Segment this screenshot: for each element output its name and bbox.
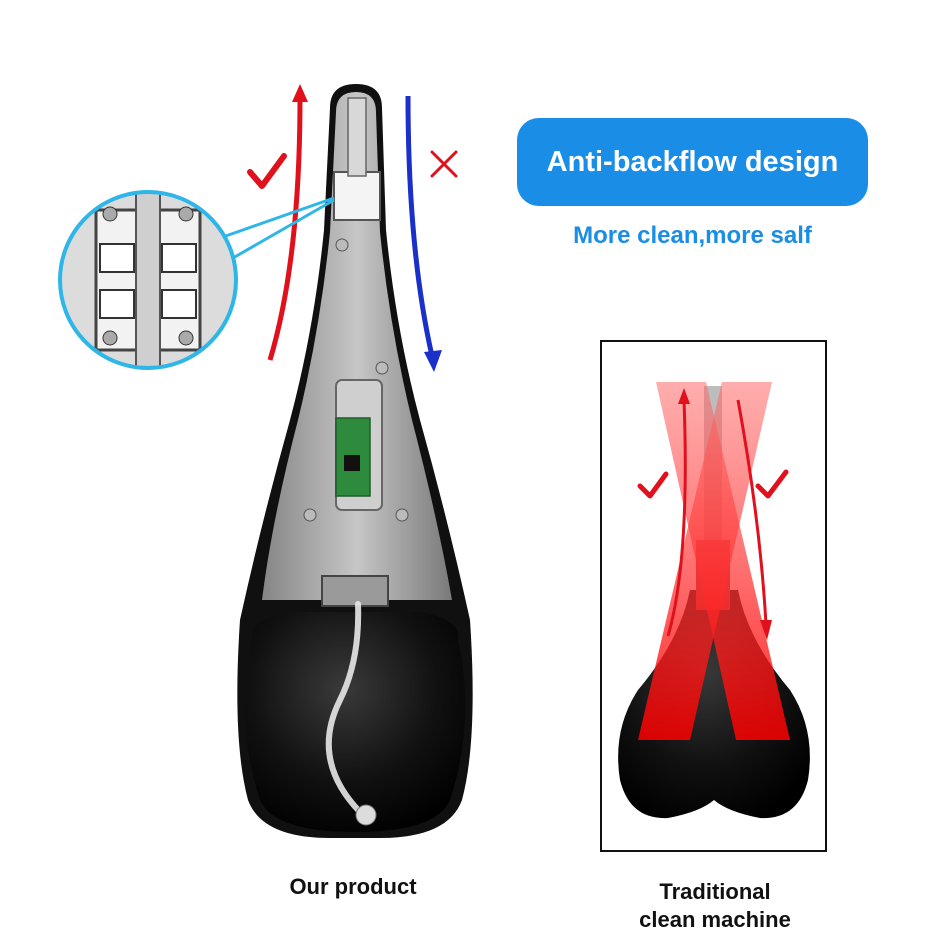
valve-zoom-callout <box>58 190 335 370</box>
screw <box>375 361 389 375</box>
cross-icon <box>430 150 458 178</box>
valve-block <box>333 171 381 221</box>
bulb <box>244 612 466 832</box>
zoom-ring <box>58 190 238 370</box>
device-inner-body <box>262 92 452 600</box>
our-product-caption: Our product <box>289 874 417 899</box>
traditional-caption: Traditional clean machine <box>590 878 840 934</box>
flow-band-b <box>638 382 772 740</box>
screw <box>303 508 317 522</box>
tagline: More clean,more salf <box>573 222 812 249</box>
chip <box>344 455 360 471</box>
backflow-arrow <box>405 95 442 372</box>
traditional-bulb <box>618 590 810 819</box>
traditional-caption-line1: Traditional <box>659 879 771 904</box>
check-icon <box>247 153 287 189</box>
traditional-down-arrow <box>736 399 772 640</box>
badge-text: Anti-backflow design <box>546 145 839 178</box>
hose <box>325 601 363 815</box>
valve-stem <box>347 97 367 177</box>
weight-ball <box>355 804 377 826</box>
neck-connector <box>321 575 389 607</box>
check-icon <box>755 469 789 499</box>
anti-backflow-badge: Anti-backflow design <box>517 118 868 206</box>
our-product-device <box>237 84 473 838</box>
traditional-up-arrow <box>666 388 690 637</box>
screw <box>395 508 409 522</box>
traditional-panel <box>600 340 827 852</box>
inflow-arrow <box>267 84 308 361</box>
screw <box>335 238 349 252</box>
traditional-caption-line2: clean machine <box>639 907 791 932</box>
check-icon <box>637 471 669 499</box>
